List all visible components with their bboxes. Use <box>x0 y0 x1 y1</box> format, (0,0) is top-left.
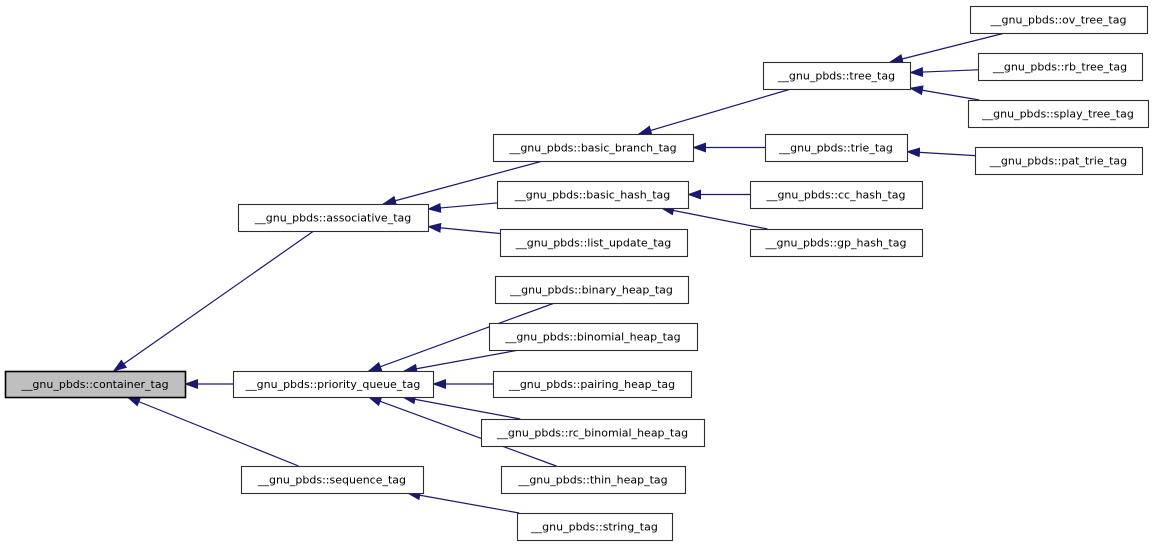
node-ov_tree_tag[interactable]: __gnu_pbds::ov_tree_tag <box>969 5 1149 35</box>
edge-basic_branch_tag-to-associative_tag <box>382 160 544 206</box>
node-box-binary_heap_tag[interactable] <box>494 275 690 305</box>
node-list_update_tag[interactable]: __gnu_pbds::list_update_tag <box>499 228 689 258</box>
node-string_tag[interactable]: __gnu_pbds::string_tag <box>516 512 674 542</box>
node-box-pairing_heap_tag[interactable] <box>492 370 693 399</box>
edge-sequence_tag-to-container_tag <box>126 396 299 467</box>
node-box-thin_heap_tag[interactable] <box>500 465 687 495</box>
node-tree_tag[interactable]: __gnu_pbds::tree_tag <box>762 61 912 91</box>
edge-basic_hash_tag-to-associative_tag <box>427 202 498 213</box>
edge-associative_tag-to-container_tag <box>112 230 315 372</box>
edge-splay_tree_tag-to-tree_tag <box>909 85 980 101</box>
node-box-string_tag[interactable] <box>516 512 674 542</box>
node-pat_trie_tag[interactable]: __gnu_pbds::pat_trie_tag <box>974 146 1144 176</box>
node-pairing_heap_tag[interactable]: __gnu_pbds::pairing_heap_tag <box>492 370 693 399</box>
node-sequence_tag[interactable]: __gnu_pbds::sequence_tag <box>240 465 425 495</box>
node-gp_hash_tag[interactable]: __gnu_pbds::gp_hash_tag <box>749 228 924 258</box>
edge-thin_heap_tag-to-priority_queue_tag <box>367 396 557 467</box>
node-box-binomial_heap_tag[interactable] <box>488 322 699 352</box>
node-box-gp_hash_tag[interactable] <box>749 228 924 258</box>
node-splay_tree_tag[interactable]: __gnu_pbds::splay_tree_tag <box>967 99 1150 129</box>
edge-list_update_tag-to-associative_tag <box>427 222 501 235</box>
edge-layer <box>112 32 1006 514</box>
edge-ov_tree_tag-to-tree_tag <box>889 32 1006 64</box>
node-box-basic_branch_tag[interactable] <box>492 133 695 163</box>
node-layer: __gnu_pbds::container_tag __gnu_pbds::ass… <box>4 5 1150 542</box>
edge-pat_trie_tag-to-trie_tag <box>906 147 976 158</box>
node-box-list_update_tag[interactable] <box>499 228 689 258</box>
node-box-rc_binomial_heap_tag[interactable] <box>480 418 706 448</box>
node-box-ov_tree_tag[interactable] <box>969 5 1149 35</box>
node-box-sequence_tag[interactable] <box>240 465 425 495</box>
node-binomial_heap_tag[interactable]: __gnu_pbds::binomial_heap_tag <box>488 322 699 352</box>
node-box-priority_queue_tag[interactable] <box>232 370 435 399</box>
node-box-associative_tag[interactable] <box>237 203 430 233</box>
node-box-basic_hash_tag[interactable] <box>496 180 690 210</box>
node-cc_hash_tag[interactable]: __gnu_pbds::cc_hash_tag <box>749 180 924 210</box>
node-box-cc_hash_tag[interactable] <box>749 180 924 210</box>
edge-rc_binomial_heap_tag-to-priority_queue_tag <box>401 394 521 420</box>
node-box-container_tag[interactable] <box>4 370 187 399</box>
node-rb_tree_tag[interactable]: __gnu_pbds::rb_tree_tag <box>977 52 1144 82</box>
node-associative_tag[interactable]: __gnu_pbds::associative_tag <box>237 203 430 233</box>
node-binary_heap_tag[interactable]: __gnu_pbds::binary_heap_tag <box>494 275 690 305</box>
node-box-rb_tree_tag[interactable] <box>977 52 1144 82</box>
node-trie_tag[interactable]: __gnu_pbds::trie_tag <box>764 133 909 163</box>
node-box-splay_tree_tag[interactable] <box>967 99 1150 129</box>
edge-gp_hash_tag-to-basic_hash_tag <box>660 205 768 230</box>
node-box-pat_trie_tag[interactable] <box>974 146 1144 176</box>
node-container_tag[interactable]: __gnu_pbds::container_tag <box>4 370 187 399</box>
edge-string_tag-to-sequence_tag <box>406 490 520 514</box>
node-basic_branch_tag[interactable]: __gnu_pbds::basic_branch_tag <box>492 133 695 163</box>
node-box-trie_tag[interactable] <box>764 133 909 163</box>
node-rc_binomial_heap_tag[interactable]: __gnu_pbds::rc_binomial_heap_tag <box>480 418 706 448</box>
node-basic_hash_tag[interactable]: __gnu_pbds::basic_hash_tag <box>496 180 690 210</box>
node-priority_queue_tag[interactable]: __gnu_pbds::priority_queue_tag <box>232 370 435 399</box>
node-thin_heap_tag[interactable]: __gnu_pbds::thin_heap_tag <box>500 465 687 495</box>
edge-binary_heap_tag-to-priority_queue_tag <box>367 302 555 372</box>
edge-tree_tag-to-basic_branch_tag <box>637 88 792 136</box>
node-box-tree_tag[interactable] <box>762 61 912 91</box>
edge-binomial_heap_tag-to-priority_queue_tag <box>403 349 520 374</box>
edge-rb_tree_tag-to-tree_tag <box>909 67 979 78</box>
